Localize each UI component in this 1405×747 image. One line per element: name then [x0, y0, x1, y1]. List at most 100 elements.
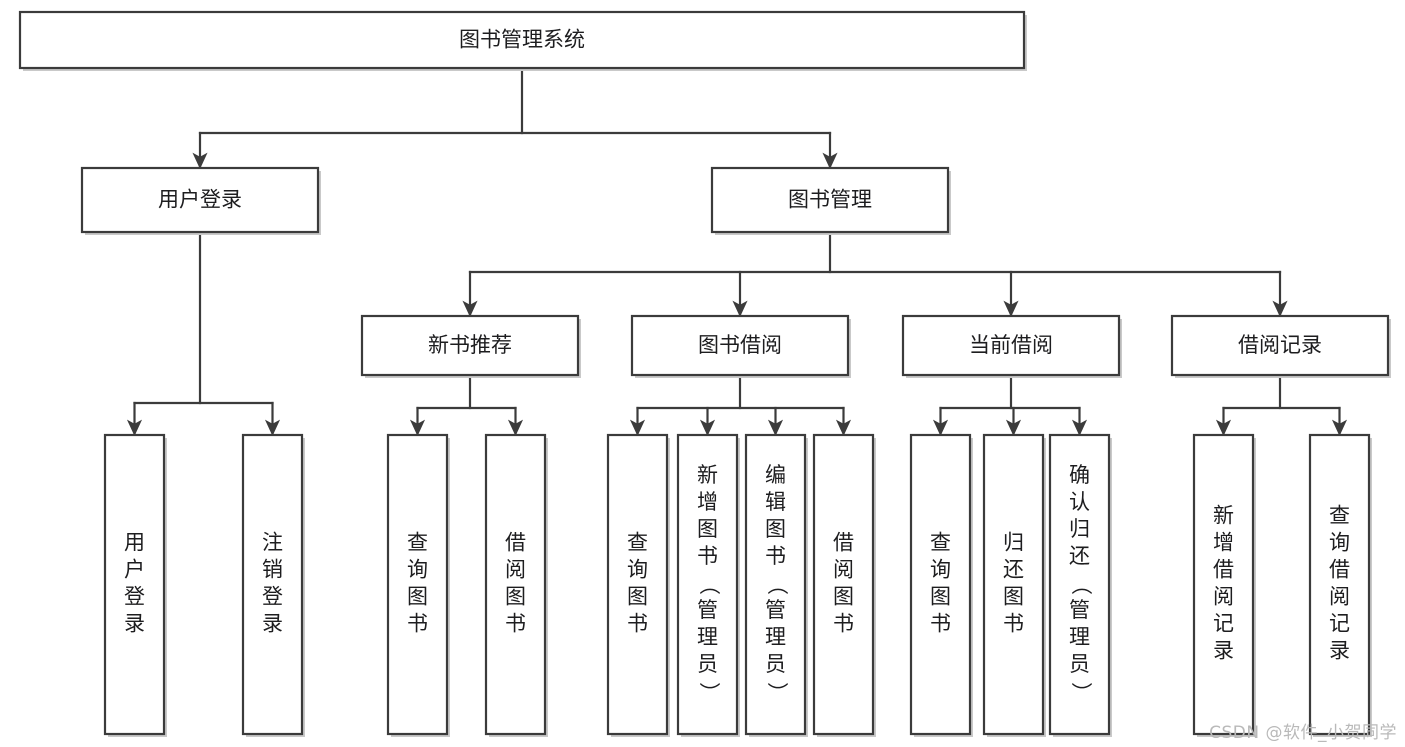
node-label-char: 增 — [1213, 532, 1234, 555]
node-label-char: 记 — [1329, 613, 1350, 636]
node-label-char: 员 — [697, 653, 718, 676]
node-label-char: 图 — [407, 586, 428, 609]
node-label-char: 询 — [1329, 532, 1350, 555]
node-label-char: 图 — [833, 586, 854, 609]
node-label-char: 用 — [124, 532, 145, 555]
node-label-char: 理 — [697, 626, 718, 649]
node-label-char: 录 — [1329, 640, 1350, 663]
connector-group — [126, 66, 1348, 437]
node-label-char: 书 — [1003, 613, 1024, 636]
node-label-char: 注 — [262, 532, 283, 555]
node-label: 图书借阅 — [698, 334, 782, 357]
node-label-char: 辑 — [765, 491, 786, 514]
node-label-char: 登 — [124, 586, 145, 609]
node-label-char: 查 — [407, 532, 428, 555]
node-label-char: 图 — [505, 586, 526, 609]
node-group: 图书管理系统用户登录图书管理新书推荐图书借阅当前借阅借阅记录用户登录注销登录查询… — [18, 10, 1391, 737]
node-label-char: 理 — [765, 626, 786, 649]
node-label-char: 询 — [627, 559, 648, 582]
node-label-char: 图 — [765, 518, 786, 541]
node-label-char: 户 — [124, 559, 145, 582]
node-label-char: 记 — [1213, 613, 1234, 636]
node-new-book-rec[interactable]: 新书推荐 — [360, 314, 581, 378]
node-label: 图书管理 — [788, 189, 872, 212]
node-label: 新书推荐 — [428, 334, 512, 357]
node-label-char: 认 — [1069, 491, 1090, 514]
node-label-char: 员 — [765, 653, 786, 676]
node-label-char: 查 — [627, 532, 648, 555]
node-label-char: 借 — [1329, 559, 1350, 582]
node-label-char: 增 — [697, 491, 718, 514]
node-label-char: 录 — [124, 613, 145, 636]
node-label-char: 还 — [1069, 545, 1090, 568]
node-label-char: 销 — [262, 559, 283, 582]
node-label-char: （ — [765, 574, 788, 595]
node-label: 借阅记录 — [1238, 334, 1322, 357]
node-label-char: 编 — [765, 464, 786, 487]
node-label-char: 员 — [1069, 653, 1090, 676]
node-current-borrow[interactable]: 当前借阅 — [901, 314, 1122, 378]
node-label-char: 录 — [262, 613, 283, 636]
node-label-char: 书 — [765, 545, 786, 568]
node-label-char: 借 — [833, 532, 854, 555]
node-label: 图书管理系统 — [459, 29, 585, 52]
node-label-char: 阅 — [505, 559, 526, 582]
node-label-char: 管 — [697, 599, 718, 622]
node-book-manage[interactable]: 图书管理 — [710, 166, 951, 235]
node-leaf-user-login[interactable]: 用户登录 — [103, 433, 167, 737]
node-label: 当前借阅 — [969, 334, 1053, 357]
node-label-char: ） — [1069, 682, 1092, 703]
node-label-char: ） — [697, 682, 720, 703]
node-label-char: 新 — [1213, 505, 1234, 528]
node-label-char: 借 — [505, 532, 526, 555]
node-label-char: 阅 — [1213, 586, 1234, 609]
node-borrow-record[interactable]: 借阅记录 — [1170, 314, 1391, 378]
node-label-char: 询 — [930, 559, 951, 582]
node-label-char: 确 — [1069, 464, 1090, 487]
node-label-char: 书 — [697, 545, 718, 568]
node-label-char: 图 — [1003, 586, 1024, 609]
node-label-char: 录 — [1213, 640, 1234, 663]
node-book-borrow[interactable]: 图书借阅 — [630, 314, 851, 378]
node-label-char: 管 — [1069, 599, 1090, 622]
csdn-watermark: CSDN @软件_小贺同学 — [1209, 723, 1397, 743]
node-label-char: 借 — [1213, 559, 1234, 582]
node-label-char: 理 — [1069, 626, 1090, 649]
node-root[interactable]: 图书管理系统 — [18, 10, 1027, 71]
node-label-char: 登 — [262, 586, 283, 609]
node-label-char: 阅 — [1329, 586, 1350, 609]
node-label-char: 查 — [930, 532, 951, 555]
node-label-char: 书 — [627, 613, 648, 636]
node-label-char: 管 — [765, 599, 786, 622]
node-label-char: 查 — [1329, 505, 1350, 528]
node-label-char: 书 — [833, 613, 854, 636]
node-label-char: 还 — [1003, 559, 1024, 582]
node-label-char: 阅 — [833, 559, 854, 582]
node-label-char: 图 — [930, 586, 951, 609]
node-label-char: 图 — [697, 518, 718, 541]
node-label-char: 询 — [407, 559, 428, 582]
node-label-char: 归 — [1069, 518, 1090, 541]
node-label: 用户登录 — [158, 189, 242, 212]
node-user-login[interactable]: 用户登录 — [80, 166, 321, 235]
node-label-char: 图 — [627, 586, 648, 609]
node-label-char: ） — [765, 682, 788, 703]
node-label-char: 书 — [407, 613, 428, 636]
node-label-char: （ — [1069, 574, 1092, 595]
node-label-char: （ — [697, 574, 720, 595]
node-label-char: 书 — [930, 613, 951, 636]
node-label-char: 书 — [505, 613, 526, 636]
